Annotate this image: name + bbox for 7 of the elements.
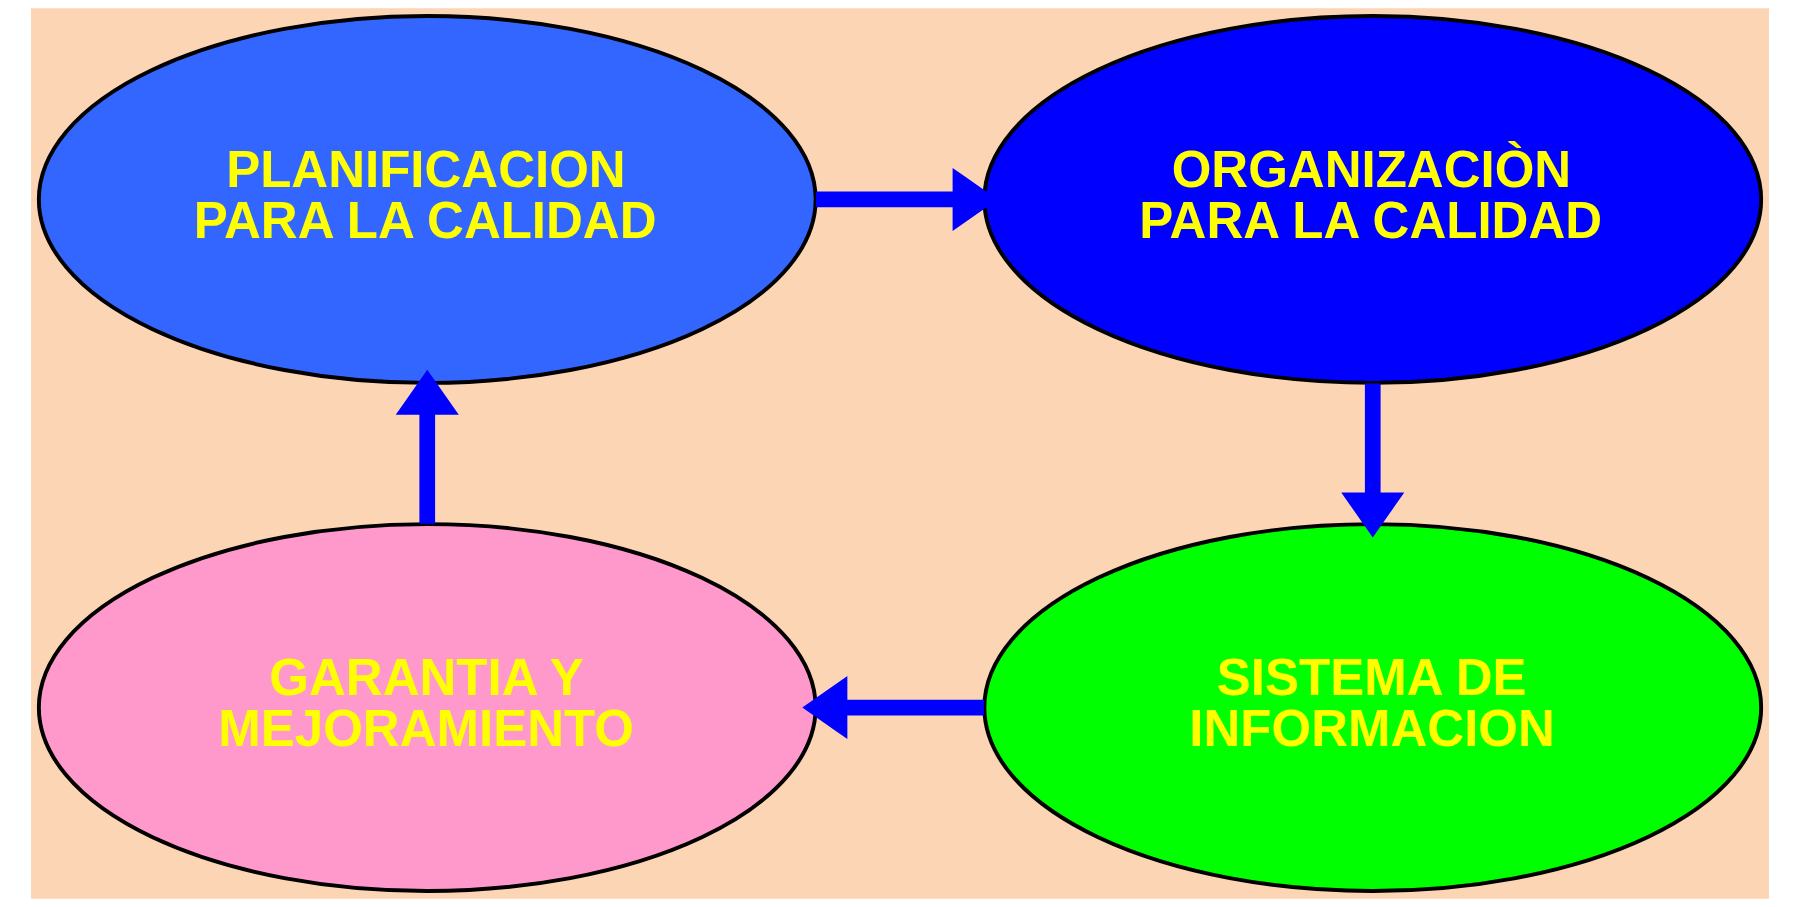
node-ellipse: GARANTIA Y MEJORAMIENTO <box>36 522 818 893</box>
node-ellipse: ORGANIZACIÒN PARA LA CALIDAD <box>982 14 1764 385</box>
node-ellipse: PLANIFICACION PARA LA CALIDAD <box>36 14 818 385</box>
arrow <box>395 369 459 524</box>
node-ellipse: SISTEMA DE INFORMACION <box>982 522 1764 893</box>
arrow <box>802 676 984 740</box>
arrow <box>1341 383 1405 538</box>
